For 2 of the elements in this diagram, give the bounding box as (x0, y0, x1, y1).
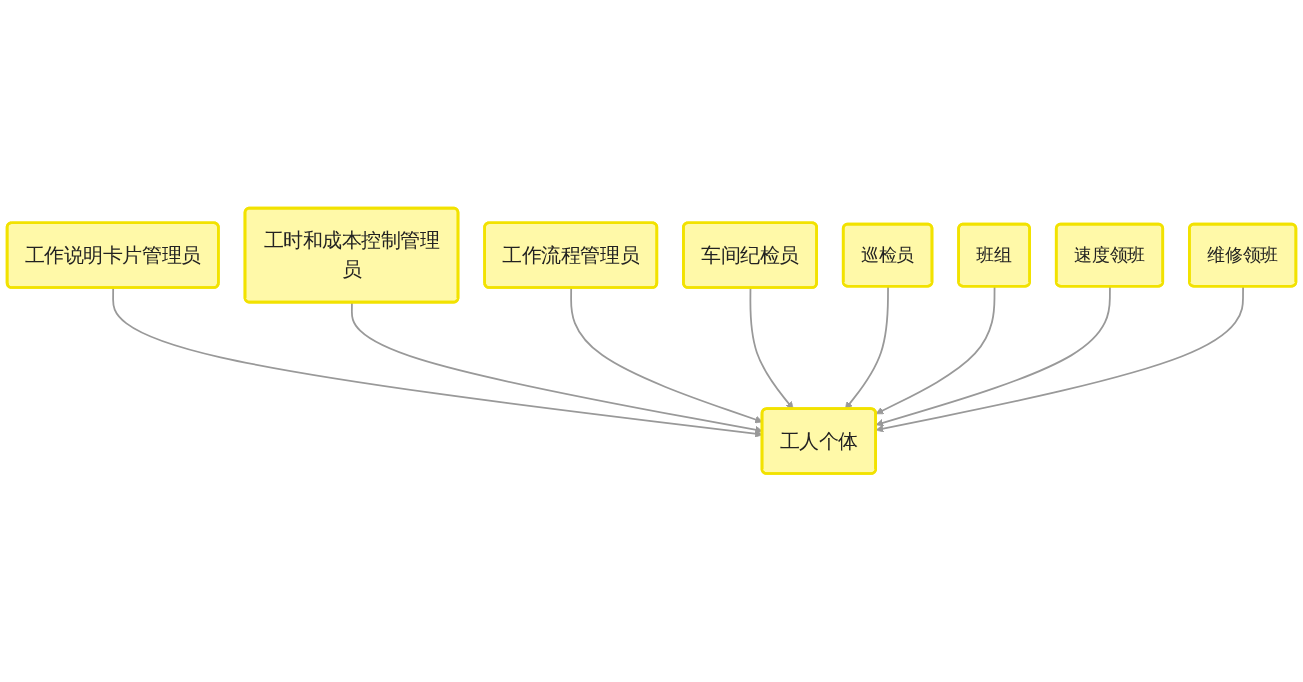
arrow (112, 287, 763, 438)
arrow (570, 287, 763, 424)
